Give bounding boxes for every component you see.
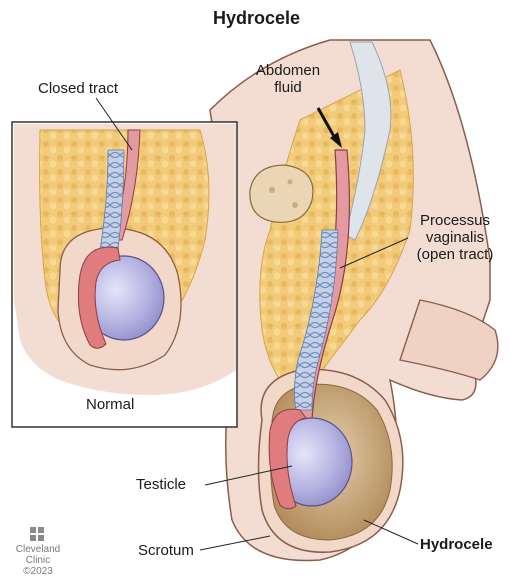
label-normal: Normal	[86, 396, 135, 413]
cleveland-clinic-logo: Cleveland Clinic ©2023	[8, 526, 68, 577]
testicle-leader	[204, 465, 293, 486]
inset-closed-tract	[111, 129, 141, 241]
page-title: Hydrocele	[212, 8, 301, 28]
label-vaginalis-line: vaginalis	[425, 229, 485, 246]
label-open-tract-line: (open tract)	[416, 246, 494, 263]
processus-leader	[339, 237, 409, 269]
spermatic-cord	[294, 229, 339, 411]
logo-copyright: ©2023	[23, 566, 53, 577]
label-abdomen-line: Abdomen	[255, 62, 321, 79]
scrotum-leader	[199, 535, 271, 551]
label-closed-tract: Closed tract	[38, 80, 119, 97]
label-processus-vaginalis: Processus vaginalis (open tract)	[400, 212, 510, 263]
label-fluid-line: fluid	[274, 79, 302, 96]
label-testicle: Testicle	[136, 476, 187, 493]
penis	[399, 299, 499, 381]
label-hydrocele: Hydrocele	[420, 536, 493, 553]
logo-line-1: Cleveland	[15, 544, 61, 555]
inset-epididymis	[77, 246, 121, 349]
label-scrotum: Scrotum	[138, 542, 194, 559]
closed-tract-leader	[95, 97, 133, 151]
label-processus-line: Processus	[419, 212, 491, 229]
epididymis-hydrocele	[268, 408, 307, 510]
logo-line-2: Clinic	[25, 555, 51, 566]
normal-inset	[11, 97, 238, 428]
cleveland-clinic-logo-icon	[30, 527, 44, 541]
abdomen-fluid-arrow	[316, 107, 338, 141]
pubic-bone	[249, 164, 314, 223]
hydrocele-leader	[363, 519, 419, 545]
label-abdomen-fluid: Abdomen fluid	[248, 62, 328, 96]
hydrocele-anatomy	[209, 39, 499, 562]
